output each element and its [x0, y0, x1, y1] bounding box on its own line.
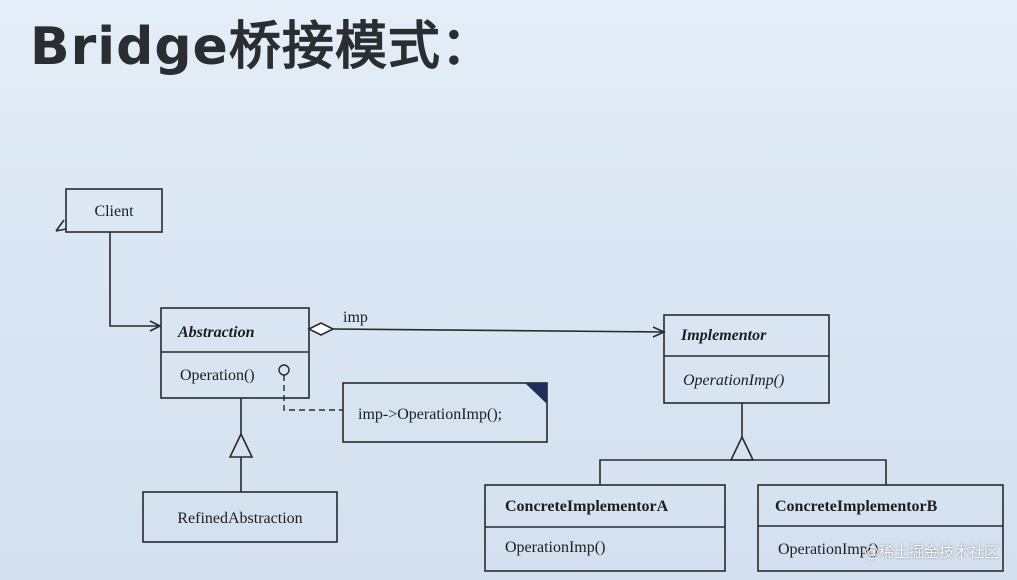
concrete-implementor-b-operation: OperationImp() [778, 541, 878, 558]
client-box [65, 188, 163, 233]
abstraction-operation: Operation() [180, 367, 255, 384]
refined-abstraction-box [142, 491, 338, 543]
concrete-implementor-b-name: ConcreteImplementorB [775, 498, 938, 515]
client-arrowhead [149, 320, 162, 332]
implementor-inheritance-triangle [729, 435, 755, 461]
client-corner-mark [55, 219, 67, 232]
slide-title: Bridge桥接模式： [30, 17, 494, 77]
concrete-implementor-a-operation: OperationImp() [505, 539, 605, 556]
refined-abstraction-class: RefinedAbstraction [142, 491, 338, 543]
implementor-box [663, 314, 830, 404]
abstraction-name: Abstraction [177, 324, 255, 341]
concrete-implementor-b-class: ConcreteImplementorB OperationImp() [757, 484, 1004, 572]
implementor-operation: OperationImp() [683, 372, 784, 389]
note-text: imp->OperationImp(); [358, 406, 502, 423]
note: imp->OperationImp(); [342, 382, 548, 443]
abstraction-inheritance-triangle [228, 432, 254, 458]
watermark: @稀土掘金技术社区 [863, 543, 999, 561]
concrete-implementor-a-name: ConcreteImplementorA [505, 498, 669, 515]
concrete-implementor-a-box [484, 484, 726, 572]
abstraction-class: Abstraction Operation() [160, 307, 310, 399]
implementor-class: Implementor OperationImp() [663, 314, 830, 404]
association-label: imp [343, 309, 368, 326]
client-class: Client [55, 188, 163, 233]
abstraction-box [160, 307, 310, 399]
implementor-name: Implementor [680, 327, 767, 344]
note-anchor-circle [278, 364, 290, 376]
aggregation-diamond [307, 322, 335, 336]
concrete-implementor-b-box [757, 484, 1004, 572]
concrete-implementor-a-class: ConcreteImplementorA OperationImp() [484, 484, 726, 572]
client-to-abstraction-line [109, 232, 160, 327]
aggregation-line [332, 328, 665, 333]
note-folded-corner [525, 383, 547, 404]
note-connector [283, 375, 343, 411]
refined-abstraction-name: RefinedAbstraction [177, 510, 302, 527]
client-label: Client [94, 203, 134, 220]
note-box [342, 382, 548, 443]
implementor-inheritance-branch [599, 459, 887, 485]
